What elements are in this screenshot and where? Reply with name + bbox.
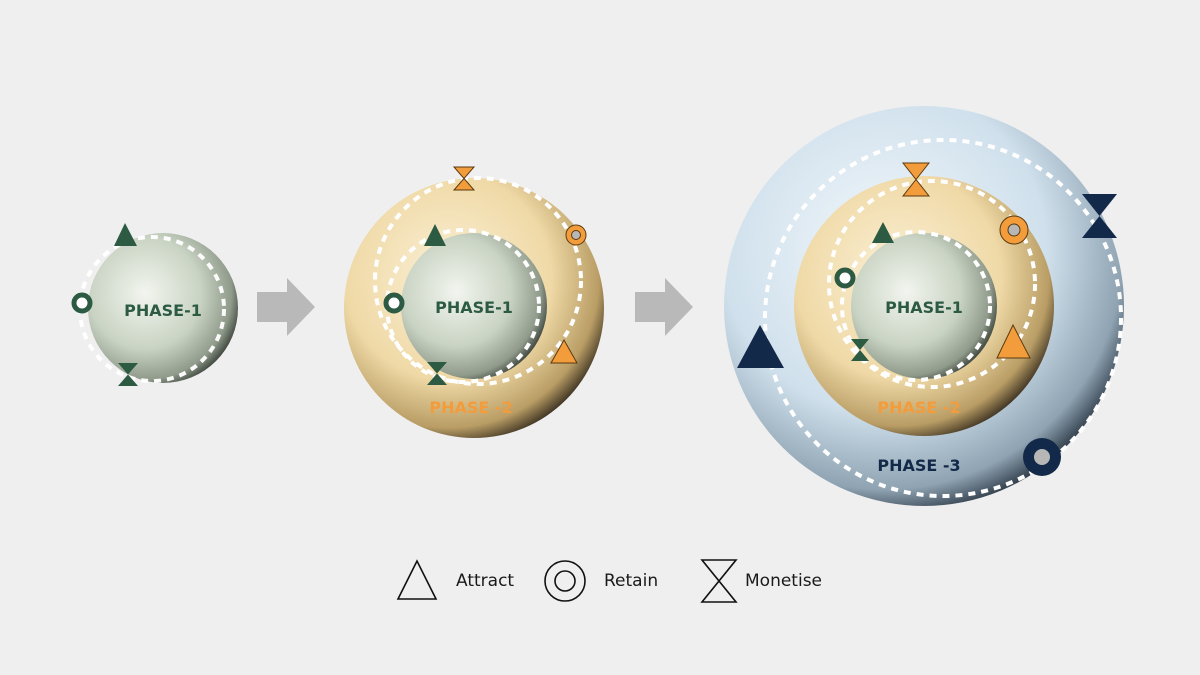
- phase-2-label: PHASE -2: [877, 398, 960, 417]
- attract-icon: [872, 222, 894, 243]
- retain-icon-inner: [1007, 223, 1021, 237]
- phase-1-label: PHASE-1: [885, 298, 963, 317]
- retain-icon-inner: [1034, 449, 1050, 465]
- monetise-icon: [1082, 194, 1117, 238]
- monetise-icon: [700, 559, 738, 603]
- retain-icon: [383, 292, 405, 314]
- phase-1-sphere: [88, 233, 238, 383]
- phase-2-orbit: [827, 179, 1037, 389]
- legend-retain-label: Retain: [604, 571, 659, 591]
- progression-arrow: [257, 278, 315, 336]
- legend-item-attract: Attract: [395, 556, 525, 608]
- legend-item-monetise: Monetise: [700, 556, 840, 608]
- phase-3-orbit: [763, 138, 1123, 498]
- legend-attract-label: Attract: [456, 571, 515, 591]
- monetise-icon: [851, 339, 869, 361]
- diagram-phase-3: PHASE-1 PHASE -2 PHASE -3: [724, 106, 1124, 506]
- diagram-phase-2: PHASE-1 PHASE -2: [344, 166, 604, 438]
- phase-2-orbit: [373, 176, 583, 386]
- monetise-icon: [118, 363, 138, 386]
- retain-icon: [71, 292, 93, 314]
- attract-icon: [550, 338, 578, 364]
- attract-icon: [396, 559, 438, 600]
- attract-icon: [424, 224, 446, 246]
- retain-icon-inner: [571, 230, 581, 240]
- legend-item-retain: Retain: [542, 556, 672, 608]
- phase-2-label: PHASE -2: [429, 398, 512, 417]
- attract-icon: [737, 325, 784, 368]
- phase-1-label: PHASE-1: [124, 301, 202, 320]
- retain-icon: [834, 267, 856, 289]
- phase-3-label: PHASE -3: [877, 456, 960, 475]
- phase-1-label: PHASE-1: [435, 298, 513, 317]
- monetise-icon: [427, 362, 447, 385]
- retain-icon: [544, 560, 586, 602]
- phase-1-sphere: [851, 233, 997, 379]
- monetise-icon: [452, 166, 476, 191]
- attract-icon: [996, 323, 1031, 359]
- phase-1-orbit: [840, 230, 992, 382]
- monetise-icon: [901, 162, 931, 197]
- phase-1-sphere: [401, 233, 547, 379]
- attract-icon: [114, 223, 137, 246]
- legend: Attract Retain Monetise: [0, 556, 1200, 608]
- legend-monetise-label: Monetise: [745, 571, 823, 591]
- diagram-phase-1-only: PHASE-1: [71, 223, 238, 386]
- progression-arrow: [635, 278, 693, 336]
